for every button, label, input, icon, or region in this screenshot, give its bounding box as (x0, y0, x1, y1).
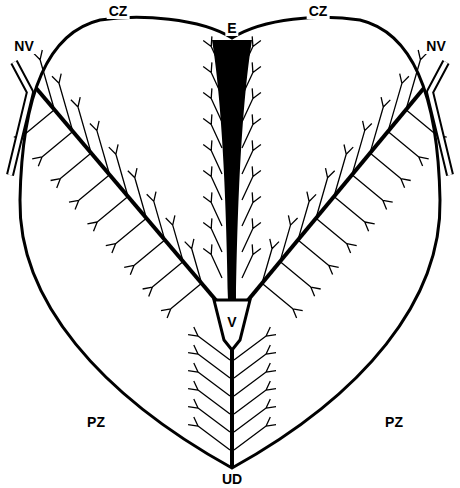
ejaculatory-wedge (212, 40, 252, 300)
neurovascular-bundle (10, 62, 450, 175)
zone-label: PZ (383, 414, 405, 430)
gland-outline (20, 17, 440, 468)
zone-label: CZ (307, 3, 330, 19)
main-duct (244, 88, 424, 305)
zone-label: UD (220, 471, 244, 487)
verumontanum-cup (214, 300, 250, 350)
zone-label: V (225, 314, 238, 330)
zone-label: PZ (85, 414, 107, 430)
zone-label: NV (12, 38, 35, 54)
zone-label: NV (424, 38, 447, 54)
zone-label: CZ (107, 3, 130, 19)
zone-label: E (225, 20, 238, 36)
main-duct (36, 88, 220, 305)
urethral-duct (230, 345, 234, 468)
